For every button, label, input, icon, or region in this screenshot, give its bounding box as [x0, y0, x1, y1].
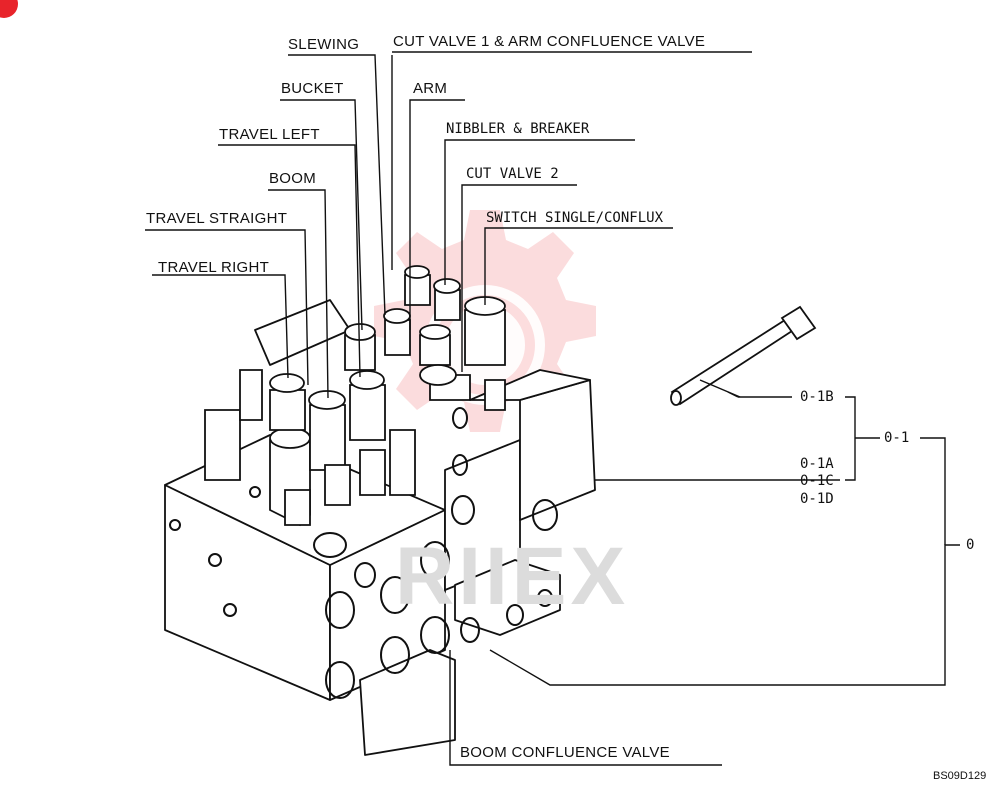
cap-travel-right-top — [269, 427, 311, 449]
port-7 — [380, 576, 410, 614]
label-travel-left: TRAVEL LEFT — [219, 126, 320, 143]
port-14 — [532, 499, 558, 531]
cap-slewing — [384, 319, 411, 356]
leader-slewing — [288, 54, 386, 316]
port-12 — [313, 532, 347, 558]
cap-bucket-top — [344, 323, 376, 341]
cap-cut-valve-1 — [404, 274, 431, 306]
label-nibbler-breaker: NIBBLER & BREAKER — [446, 121, 590, 137]
cap-travel-left-top — [349, 370, 385, 390]
ref-0-1d: 0-1D — [800, 491, 834, 507]
cap-travel-straight-top — [269, 373, 305, 393]
cap-travel-straight — [269, 389, 306, 431]
port-3 — [169, 519, 181, 531]
bracket-0-1-group — [845, 396, 856, 481]
ref-0: 0 — [966, 537, 975, 553]
boom-confluence-plate — [454, 559, 561, 636]
cap-cut-valve-1-top — [404, 265, 430, 279]
port-9 — [420, 541, 450, 579]
rear-block-side — [444, 439, 521, 591]
port-2 — [223, 603, 237, 617]
cap-slewing-top — [383, 308, 411, 324]
leader-cut-valve-2 — [461, 184, 577, 372]
label-boom-confluence-valve: BOOM CONFLUENCE VALVE — [460, 744, 670, 761]
leader-arm — [409, 99, 465, 330]
cap-nibbler — [434, 289, 461, 321]
cap-arm-top — [419, 324, 451, 340]
leader-tie-bolt — [699, 379, 741, 398]
boom-confluence-block — [359, 649, 456, 756]
leader-nibbler — [444, 139, 635, 285]
ref-0-1: 0-1 — [884, 430, 910, 446]
port-11 — [460, 617, 480, 643]
tie-bolt-head — [780, 305, 817, 341]
leader-switch-conflux — [484, 227, 673, 305]
cap-cut-valve-2-top — [419, 364, 457, 386]
tie-bolt-shaft — [670, 318, 794, 406]
leader-travel-left — [218, 144, 361, 378]
cap-relief-5 — [359, 449, 386, 496]
port-8 — [380, 636, 410, 674]
port-6 — [354, 562, 376, 588]
cap-switch-conflux — [464, 309, 506, 366]
leader-bucket — [280, 99, 363, 331]
port-10 — [420, 616, 450, 654]
cap-boom-top — [308, 390, 346, 410]
label-switch-single-conflux: SWITCH SINGLE/CONFLUX — [486, 210, 664, 226]
cap-boom — [309, 404, 346, 471]
port-17 — [506, 604, 524, 626]
cap-relief-3 — [389, 429, 416, 496]
cap-relief-1 — [204, 409, 241, 481]
leader-travel-straight — [145, 229, 309, 386]
cap-relief-4 — [324, 464, 351, 506]
label-boom: BOOM — [269, 170, 317, 187]
port-18 — [537, 589, 553, 607]
port-19 — [249, 486, 261, 498]
port-13 — [451, 495, 475, 525]
leader-travel-right — [152, 274, 289, 379]
label-arm: ARM — [413, 80, 448, 97]
corner-badge — [0, 0, 18, 18]
leader-boom — [268, 189, 329, 399]
leader-boom-confluence — [449, 650, 722, 766]
tie-bolt-tip — [670, 390, 682, 406]
cap-relief-7 — [484, 379, 506, 411]
port-4 — [325, 591, 355, 629]
cap-relief-2 — [239, 369, 263, 421]
port-5 — [325, 661, 355, 699]
port-16 — [452, 454, 468, 476]
label-travel-right: TRAVEL RIGHT — [158, 259, 270, 276]
bracket-0-group — [920, 437, 946, 545]
ref-0-1b: 0-1B — [800, 389, 834, 405]
label-cut-valve-2: CUT VALVE 2 — [466, 166, 559, 182]
leader-0 — [489, 544, 960, 686]
cap-relief-6 — [284, 489, 311, 526]
ref-0-1c: 0-1C — [800, 473, 834, 489]
port-15 — [452, 407, 468, 429]
cap-nibbler-top — [433, 278, 461, 294]
bolt-top — [254, 299, 351, 366]
cap-travel-left — [349, 384, 386, 441]
ref-0-1a: 0-1A — [800, 456, 834, 472]
port-1 — [208, 553, 222, 567]
drawing-code: BS09D129 — [933, 770, 987, 782]
label-slewing: SLEWING — [288, 36, 360, 53]
rear-block-right — [519, 379, 596, 521]
label-bucket: BUCKET — [281, 80, 344, 97]
watermark-text: RIIEX — [395, 531, 630, 622]
label-cut-valve-1-arm-confluence: CUT VALVE 1 & ARM CONFLUENCE VALVE — [393, 33, 706, 50]
label-travel-straight: TRAVEL STRAIGHT — [146, 210, 288, 227]
